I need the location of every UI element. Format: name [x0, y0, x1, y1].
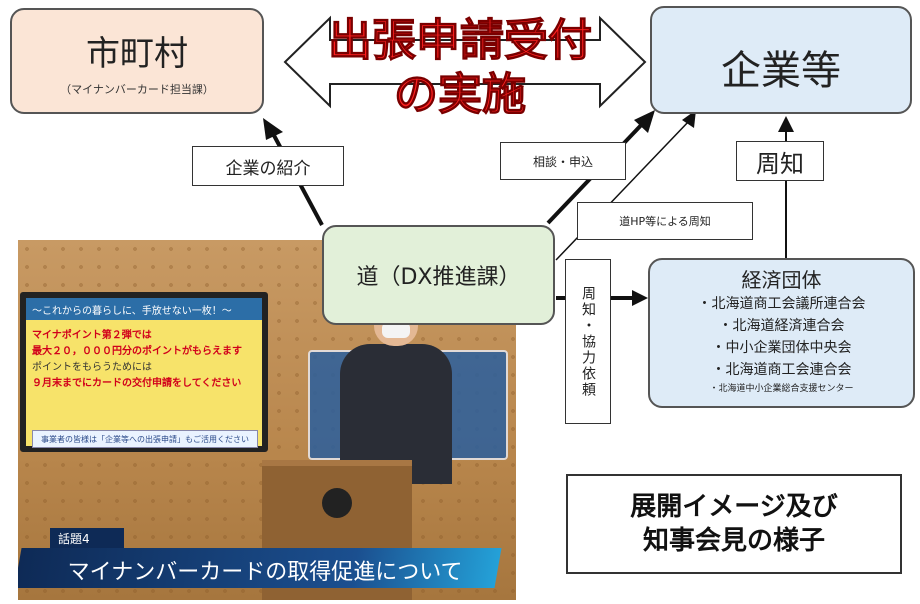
- label-intro: 企業の紹介: [192, 146, 344, 186]
- monitor-line-2: 最大２０，０００円分のポイントがもらえます: [32, 346, 242, 357]
- headline-line-1: 出張申請受付: [328, 15, 593, 67]
- econ-member: ・北海道商工会連合会: [711, 362, 852, 378]
- label-hp: 道HP等による周知: [577, 202, 753, 240]
- corp-box: 企業等: [650, 6, 912, 114]
- video-caption-text: マイナンバーカードの取得促進について: [67, 560, 463, 585]
- corp-name: 企業等: [721, 48, 841, 94]
- econ-member: ・北海道経済連合会: [718, 318, 845, 334]
- label-consult: 相談・申込: [500, 142, 626, 180]
- press-conference-video: ～これからの暮らしに、手放せない一枚！～ マイナポイント第２弾では 最大２０，０…: [18, 240, 516, 600]
- emblem-icon: [322, 488, 352, 518]
- summary-line-2: 知事会見の様子: [642, 526, 825, 556]
- dept-box: 道（DX推進課）: [322, 225, 555, 325]
- econ-box: 経済団体 ・北海道商工会議所連合会 ・北海道経済連合会 ・中小企業団体中央会 ・…: [648, 258, 915, 408]
- city-name: 市町村: [86, 34, 188, 74]
- summary-line-1: 展開イメージ及び: [630, 492, 838, 522]
- monitor-line-4: ９月末までにカードの交付申請をしてください: [32, 378, 242, 389]
- topic-tag: 話題4: [50, 528, 124, 548]
- label-vertical: 周知・協力依頼: [565, 259, 611, 424]
- monitor: ～これからの暮らしに、手放せない一枚！～ マイナポイント第２弾では 最大２０，０…: [20, 292, 268, 452]
- city-sub: （マイナンバーカード担当課）: [60, 83, 214, 96]
- monitor-header: ～これからの暮らしに、手放せない一枚！～: [26, 298, 262, 320]
- headline-line-2: の実施: [394, 69, 527, 121]
- monitor-footer: 事業者の皆様は「企業等への出張申請」もご活用ください: [32, 430, 258, 448]
- econ-title: 経済団体: [741, 268, 822, 292]
- econ-member: ・北海道商工会議所連合会: [697, 296, 866, 312]
- econ-member: ・北海道中小企業総合支援センター: [709, 384, 854, 394]
- econ-member: ・中小企業団体中央会: [711, 340, 852, 356]
- summary-box: 展開イメージ及び 知事会見の様子: [566, 474, 902, 574]
- video-caption: マイナンバーカードの取得促進について: [18, 548, 502, 588]
- monitor-body: マイナポイント第２弾では 最大２０，０００円分のポイントがもらえます ポイントを…: [32, 328, 258, 392]
- city-box: 市町村 （マイナンバーカード担当課）: [10, 8, 264, 114]
- monitor-line-3: ポイントをもらうためには: [32, 362, 152, 373]
- double-arrow: [283, 15, 647, 109]
- monitor-line-1: マイナポイント第２弾では: [32, 330, 152, 341]
- label-notice: 周知: [736, 141, 824, 181]
- face-mask: [382, 322, 410, 338]
